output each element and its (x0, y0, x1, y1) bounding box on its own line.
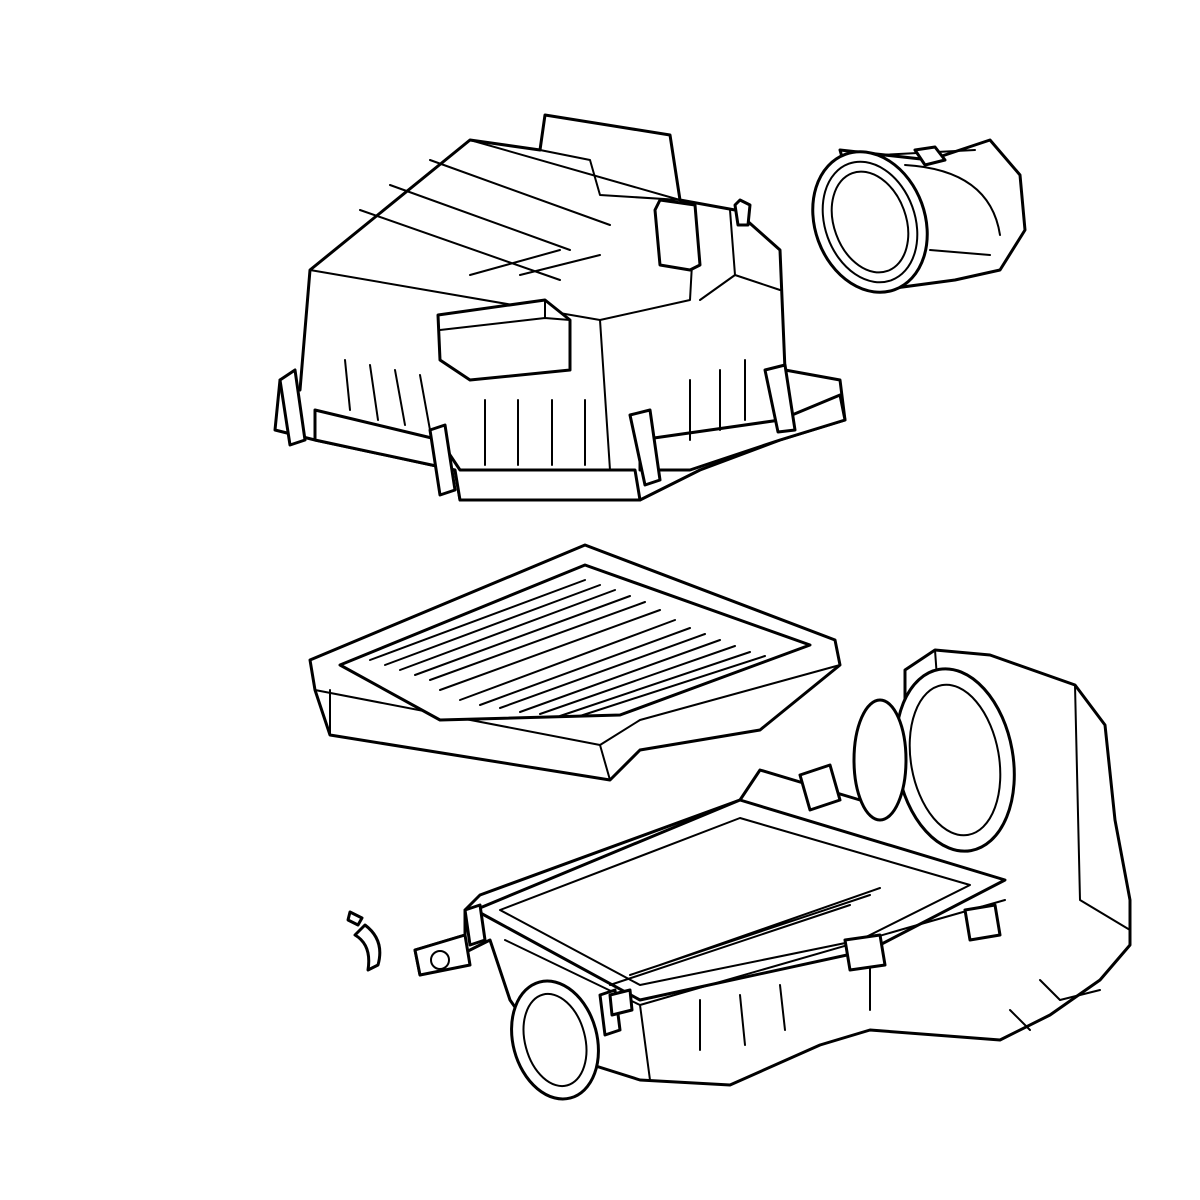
lower-housing (413, 648, 1132, 1101)
filter-pleats (369, 579, 766, 717)
air-filter-element (308, 543, 842, 782)
intake-duct-hose (811, 138, 1027, 294)
hose-clamp-clip (346, 910, 382, 972)
upper-housing-cover (273, 113, 847, 502)
